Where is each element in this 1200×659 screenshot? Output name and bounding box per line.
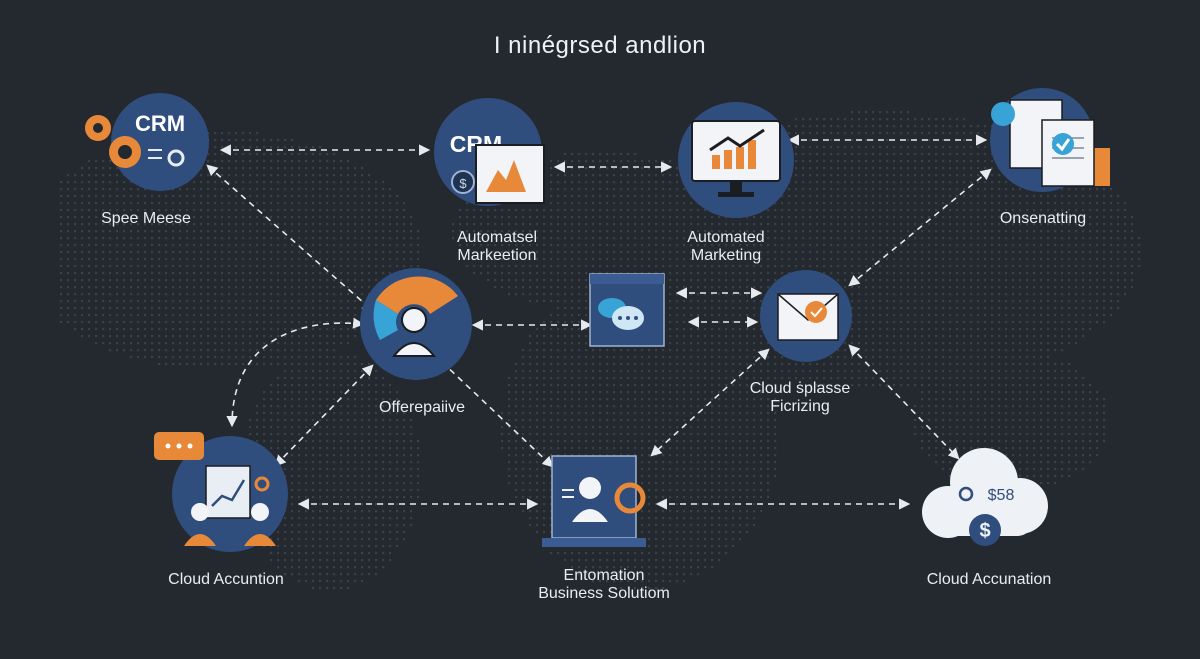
node-label-documents: Onsenatting <box>1000 210 1086 228</box>
crm-chart-node: CRM $ <box>434 98 544 206</box>
business-laptop-node <box>542 456 646 547</box>
user-icon <box>402 308 426 332</box>
person-icon <box>251 503 269 521</box>
node-label-crm-gears: Spee Meese <box>101 210 191 228</box>
chat-window-node <box>590 274 664 346</box>
node-label-business-laptop: Entomation Business Solutiom <box>538 567 670 603</box>
node-label-automated-marketing: Automated Marketing <box>687 229 764 265</box>
node-label-email: Cloud ṡplasse Fiсrizing <box>750 380 851 416</box>
user-icon <box>579 477 601 499</box>
node-label-user-gauge: Offerepaiive <box>379 399 465 417</box>
connector-email-cloud <box>850 346 958 458</box>
connector-documents-email <box>850 170 990 285</box>
check-icon <box>1052 133 1074 155</box>
user-gauge-node <box>360 268 472 380</box>
node-label-crm-chart: Automatsel Markeetion <box>457 229 537 265</box>
email-node <box>760 270 852 362</box>
person-icon <box>191 503 209 521</box>
automated-marketing-node <box>678 102 794 218</box>
documents-node <box>990 88 1110 192</box>
crm-gears-node: CRM <box>85 93 209 191</box>
node-label-team-analytics: Cloud Accuntion <box>168 571 284 589</box>
notification-icon <box>805 301 827 323</box>
refresh-icon <box>991 102 1015 126</box>
bar-icon <box>712 155 720 169</box>
cloud-money-node: $58 $ <box>922 448 1048 546</box>
analytics-board-icon <box>206 466 250 518</box>
connector-user-gauge-team-diag <box>276 366 372 465</box>
team-analytics-node <box>154 432 288 552</box>
connector-user-gauge-team <box>232 323 362 425</box>
connector-crm-gears-user-gauge <box>208 166 372 310</box>
node-label-cloud-money: Cloud Accunation <box>927 571 1052 589</box>
cloud-money-badge: $58 <box>988 487 1015 504</box>
crm-gears-badge: CRM <box>135 111 185 136</box>
